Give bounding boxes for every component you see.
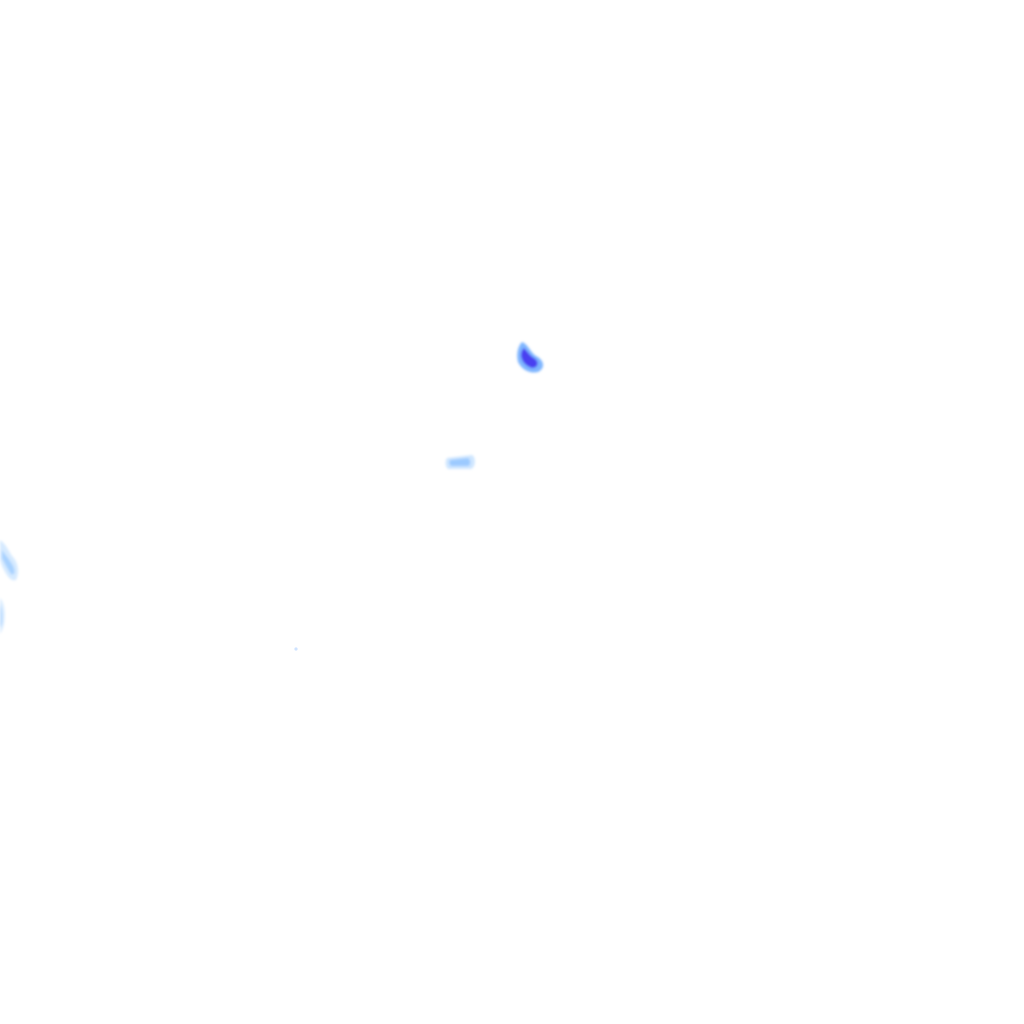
- radar-echo-light-2: [0, 540, 19, 581]
- echo-cell-5-core: [294, 647, 298, 651]
- echo-cell-2-core: [449, 458, 471, 466]
- radar-echo-heavy: [517, 342, 544, 373]
- radar-echo-light-3: [0, 598, 5, 634]
- echo-cell-3-core: [2, 550, 15, 575]
- echo-cell-4-core: [0, 604, 3, 628]
- echo-cell-1-core: [521, 348, 538, 368]
- radar-echo-trace: [294, 647, 298, 651]
- radar-echo-light-1: [445, 455, 475, 469]
